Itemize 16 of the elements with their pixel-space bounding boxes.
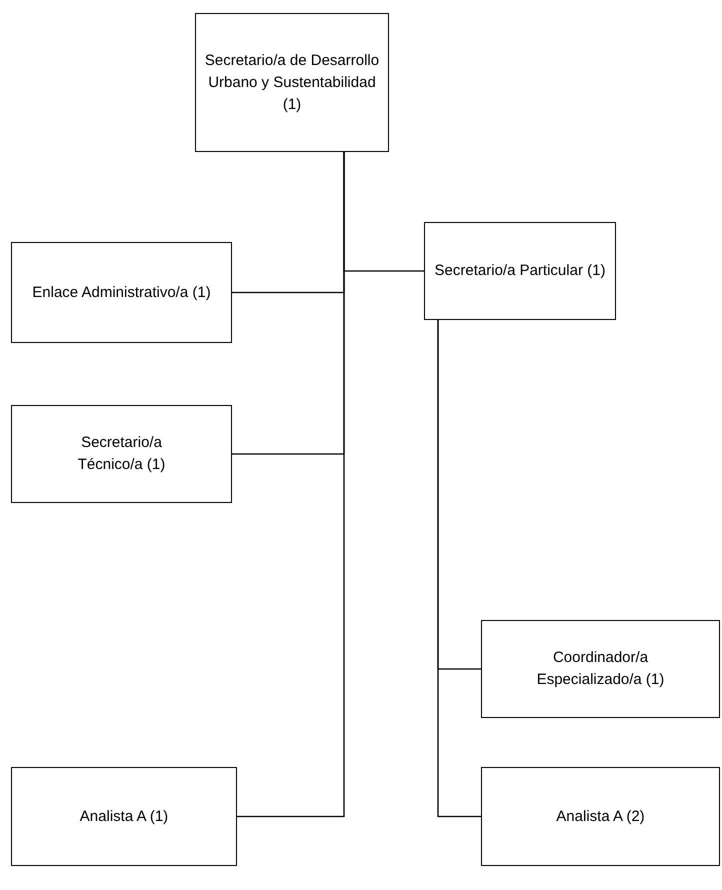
position-title: Coordinador/a Especializado/a (1) (536, 648, 666, 690)
org-box (11, 405, 232, 503)
org-box (481, 767, 720, 866)
position-title: Analista A (2) (556, 806, 645, 826)
org-box (11, 242, 232, 343)
org-box (11, 767, 237, 866)
position-title: Analista A (1) (80, 806, 168, 826)
position-title: Secretario/a Particular (1) (434, 261, 606, 281)
connector-line (437, 320, 481, 818)
position-title: Secretario/a de Desarrollo Urbano y Sustentabilidad (1) (204, 50, 380, 114)
org-box (195, 13, 389, 152)
position-title: Enlace Administrativo/a (1) (32, 282, 211, 302)
org-box (424, 222, 616, 320)
position-title: Secretario/a Técnico/a (1) (76, 433, 166, 475)
org-box (481, 620, 720, 718)
connector-line (237, 152, 345, 818)
